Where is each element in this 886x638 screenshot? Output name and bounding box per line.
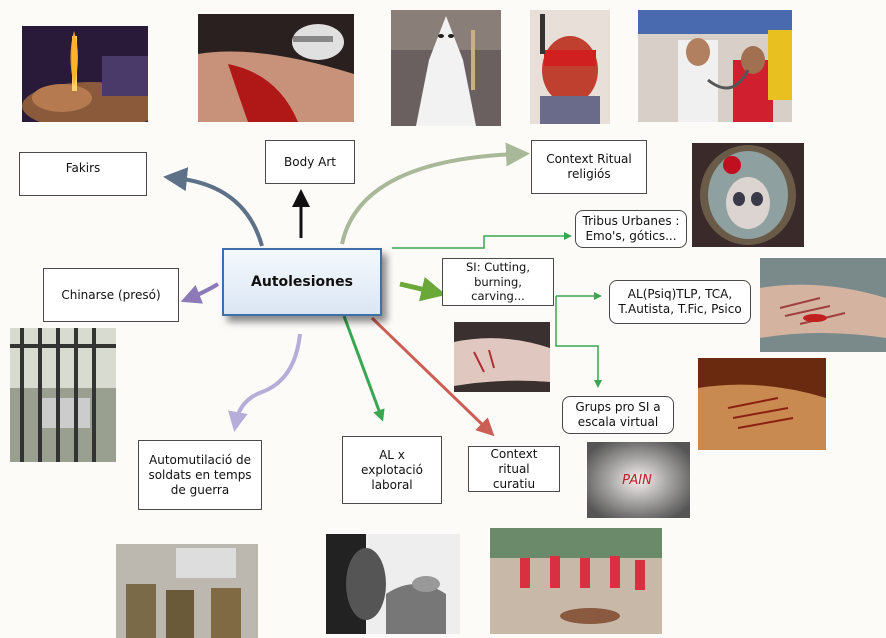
node-labor: AL x explotació laboral [342,436,442,504]
node-healing-ritual: Context ritual curatiu [468,446,560,492]
node-self-injury: SI: Cutting, burning, carving... [442,258,554,306]
photo-fakir-fire [22,26,148,122]
node-chinarse: Chinarse (presó) [43,268,179,322]
arrow-to-pro-si-groups [555,296,602,388]
arrow-to-chinarse [180,282,220,304]
photo-hooded-penitent [391,10,501,126]
photo-wounded-arm [698,358,826,450]
photo-doll-portrait [692,143,804,247]
photo-prison-cell [10,328,116,462]
photo-scarred-arm [454,322,550,392]
photo-soldiers [116,544,258,638]
node-pro-si-groups: Grups pro SI a escala virtual [562,396,674,434]
node-ritual-religious: Context Ritual religiós [531,140,647,194]
pain-text: PAIN [622,473,652,488]
arrow-to-self-injury [399,276,447,302]
center-node-autolesiones: Autolesiones [222,248,382,316]
arrow-to-urban-tribes [392,232,572,249]
arrow-to-healing-ritual [370,316,495,437]
node-urban-tribes: Tribus Urbanes : Emo's, gótics... [575,210,687,248]
arrow-to-labor [342,315,385,422]
node-al-psiq: AL(Psiq)TLP, TCA, T.Autista, T.Fic, Psic… [609,280,751,324]
photo-bloody-face [530,10,610,124]
photo-healing-ritual [490,528,662,634]
node-fakirs: Fakirs [19,152,147,196]
photo-body-art [198,14,354,122]
photo-cut-arm [760,258,886,352]
arrow-to-soldiers [227,333,302,432]
arrow-to-ritual-religious [340,142,530,245]
node-body-art: Body Art [265,140,355,184]
photo-labor-hands [326,534,460,634]
node-soldiers: Automutilació de soldats en temps de gue… [138,440,262,510]
photo-pain-written: PAIN [587,442,690,518]
photo-piercing-festival [638,10,792,122]
arrow-to-fakirs [163,167,264,247]
